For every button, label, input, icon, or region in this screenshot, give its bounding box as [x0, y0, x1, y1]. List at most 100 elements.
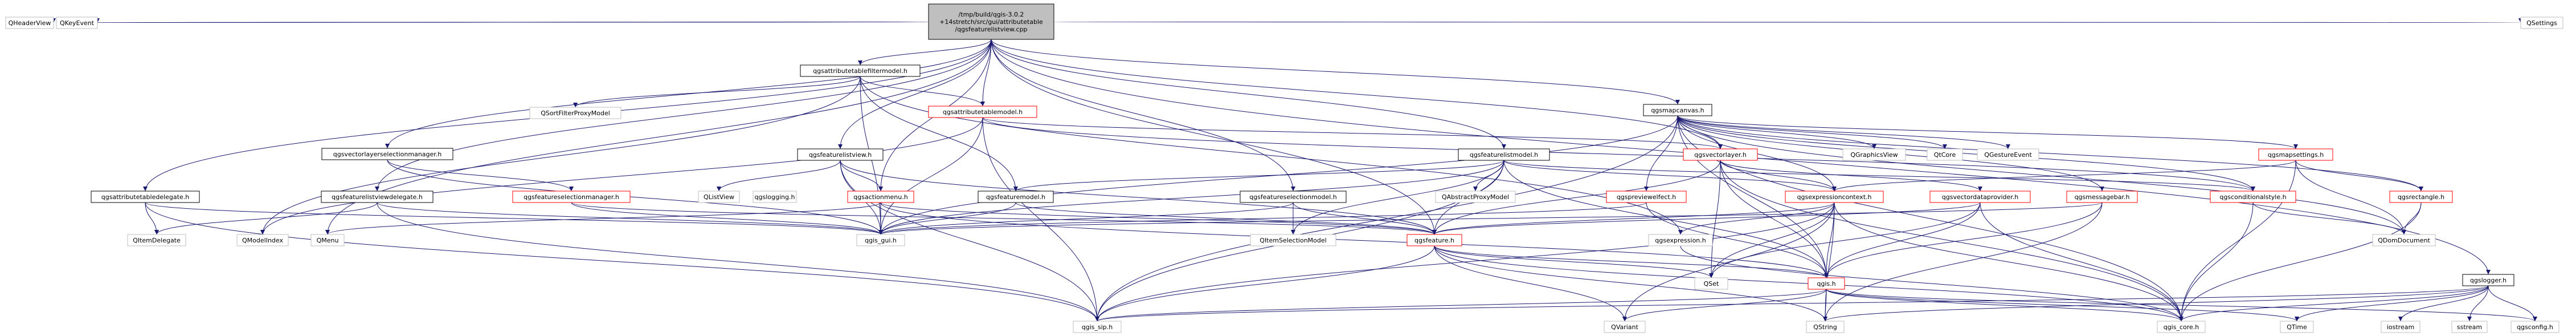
- node-label: QString: [1813, 323, 1837, 331]
- node-box: [236, 234, 289, 246]
- edge-root-to-qgsfeatureselectionmodel: [991, 39, 1295, 192]
- node-QModelIndex[interactable]: QModelIndex: [236, 234, 289, 246]
- edge-qgis-to-QVariant: [1622, 289, 1827, 322]
- node-label: qgsexpressioncontext.h: [1797, 193, 1872, 201]
- edge-qgsvectorlayer-to-qgsvectordataprovider: [1720, 160, 1982, 192]
- edge-qgis-to-qgis_core: [1826, 289, 2184, 322]
- edge-qgsattributetablemodel-to-qgis_gui: [878, 117, 983, 235]
- edge-qgsexpressioncontext-to-QVariant: [1622, 202, 1835, 322]
- node-label: QVariant: [1611, 323, 1638, 331]
- node-label: QTime: [2287, 323, 2307, 331]
- node-label: qgsrectangle.h: [2398, 193, 2444, 201]
- node-qgspreviewelfect[interactable]: qgspreviewelfect.h: [1606, 191, 1687, 203]
- node-qgsconfig[interactable]: qgsconfig.h: [2510, 321, 2559, 333]
- node-box: [1977, 148, 2039, 161]
- node-box: [1785, 191, 1884, 203]
- node-qgsfeaturelistviewdelegate[interactable]: qgsfeaturelistviewdelegate.h: [321, 191, 434, 203]
- node-box: [2066, 191, 2138, 203]
- node-qgsmapsettings[interactable]: qgsmapsettings.h: [2258, 148, 2333, 161]
- node-label: qgsfeatureselectionmodel.h: [1249, 193, 1337, 201]
- edge-qgslogger-to-iostream: [2398, 285, 2489, 322]
- node-QHeaderView[interactable]: QHeaderView: [5, 17, 54, 29]
- node-qgslogger[interactable]: qgslogger.h: [2462, 274, 2514, 286]
- node-box: [1604, 321, 1646, 333]
- node-qgsfeature[interactable]: qgsfeature.h: [1406, 234, 1462, 246]
- node-label: iostream: [2387, 323, 2414, 331]
- edge-root-to-qgsattributetablemodel: [980, 39, 992, 107]
- node-qgis_core[interactable]: qgis_core.h: [2157, 321, 2206, 333]
- edge-qgsfeature-to-QVariant: [1434, 245, 1627, 322]
- node-sstream[interactable]: sstream: [2451, 321, 2488, 333]
- node-box: [2381, 321, 2420, 333]
- node-QSortFilterProxyModel[interactable]: QSortFilterProxyModel: [529, 107, 621, 119]
- node-qgsactionmenu[interactable]: qgsactionmenu.h: [847, 191, 914, 203]
- node-qgsvectorlayerselectionmanager[interactable]: qgsvectorlayerselectionmanager.h: [321, 148, 453, 160]
- node-label: qgslogger.h: [2470, 277, 2507, 284]
- node-qgsmapcanvas[interactable]: qgsmapcanvas.h: [1643, 104, 1712, 116]
- edge-qgsfeaturemodel-to-qgis_gui: [878, 202, 1016, 235]
- edge-qgsfeatureselectionmodel-to-qgsfeature: [1293, 202, 1437, 235]
- node-label: qgslogging.h: [755, 193, 795, 201]
- node-qgsfeatureselectionmodel[interactable]: qgsfeatureselectionmodel.h: [1240, 191, 1347, 203]
- node-qgsfeaturelistmodel[interactable]: qgsfeaturelistmodel.h: [1458, 148, 1550, 161]
- edge-root-to-qgsfeaturelistmodel: [991, 39, 1506, 149]
- node-qgsfeatureselectionmanager[interactable]: qgsfeatureselectionmanager.h: [512, 191, 631, 203]
- node-QTime[interactable]: QTime: [2280, 321, 2314, 333]
- edge-qgsvectorlayer-to-qgsfeature: [1432, 160, 1721, 235]
- node-label: +14stretch/src/gui/attributetable: [939, 18, 1043, 26]
- node-label: QHeaderView: [9, 19, 51, 27]
- node-qgsattributetabledelegate[interactable]: qgsattributetabledelegate.h: [91, 191, 200, 203]
- node-qgsmessagebar[interactable]: qgsmessagebar.h: [2066, 191, 2138, 203]
- node-box: [2510, 321, 2559, 333]
- node-box: [127, 234, 186, 246]
- edge-qgsmapcanvas-to-qgis: [1677, 115, 1829, 278]
- node-root[interactable]: /tmp/build/qgis-3.0.2+14stretch/src/gui/…: [928, 3, 1054, 40]
- node-qgis_sip[interactable]: qgis_sip.h: [1073, 321, 1122, 333]
- node-QSettings[interactable]: QSettings: [2520, 17, 2563, 29]
- node-qgsexpression[interactable]: qgsexpression.h: [1648, 234, 1713, 246]
- node-QSet[interactable]: QSet: [1694, 277, 1728, 290]
- node-label: qgsvectorlayerselectionmanager.h: [333, 151, 442, 158]
- node-qgis[interactable]: qgis.h: [1808, 277, 1845, 290]
- edge-qgsrectangle-to-QDomDocument: [2402, 202, 2422, 235]
- edge-qgslogger-to-qgis_sip: [1095, 285, 2489, 322]
- edge-qgsfeaturelistviewdelegate-to-QItemDelegate: [154, 202, 378, 235]
- node-QGraphicsView[interactable]: QGraphicsView: [1842, 148, 1906, 161]
- node-QAbstractProxyModel[interactable]: QAbstractProxyModel: [1435, 191, 1516, 203]
- node-label: qgsfeature.h: [1414, 237, 1454, 244]
- node-box: [1643, 104, 1712, 116]
- node-qgsexpressioncontext[interactable]: qgsexpressioncontext.h: [1785, 191, 1884, 203]
- node-QVariant[interactable]: QVariant: [1604, 321, 1646, 333]
- edge-qgslogger-to-qgis_core: [2179, 285, 2489, 322]
- node-box: [91, 191, 200, 203]
- node-QListView[interactable]: QListView: [698, 191, 740, 203]
- node-qgslogging[interactable]: qgslogging.h: [753, 191, 797, 203]
- node-label: QMenu: [317, 237, 339, 244]
- node-qgsvectordataprovider[interactable]: qgsvectordataprovider.h: [1929, 191, 2031, 203]
- node-QString[interactable]: QString: [1806, 321, 1845, 333]
- node-QtCore[interactable]: QtCore: [1927, 148, 1963, 161]
- node-box: [2462, 274, 2514, 286]
- node-qgis_gui[interactable]: qgis_gui.h: [856, 234, 905, 246]
- node-qgsattributetablefiltermodel[interactable]: qgsattributetablefiltermodel.h: [800, 64, 921, 77]
- node-qgsfeaturelistview[interactable]: qgsfeaturelistview.h: [797, 148, 884, 161]
- node-QItemDelegate[interactable]: QItemDelegate: [127, 234, 186, 246]
- node-qgsrectangle[interactable]: qgsrectangle.h: [2389, 191, 2453, 203]
- node-QItemSelectionModel[interactable]: QItemSelectionModel: [1250, 234, 1336, 246]
- node-qgsfeaturemodel[interactable]: qgsfeaturemodel.h: [978, 191, 1054, 203]
- node-QDomDocument[interactable]: QDomDocument: [2372, 234, 2436, 246]
- edge-qgsvectorlayerselectionmanager-to-qgsfeatureselectionmanager: [387, 159, 574, 192]
- node-box: [2157, 321, 2206, 333]
- edge-qgslogger-to-QString: [1823, 285, 2489, 322]
- node-label: QtCore: [1934, 151, 1956, 159]
- node-qgsconditionalstyle[interactable]: qgsconditionalstyle.h: [2210, 191, 2296, 203]
- node-label: QAbstractProxyModel: [1442, 193, 1509, 201]
- node-QGestureEvent[interactable]: QGestureEvent: [1977, 148, 2039, 161]
- node-iostream[interactable]: iostream: [2381, 321, 2420, 333]
- edge-qgsfeaturelistviewdelegate-to-qgis_gui: [377, 202, 883, 235]
- node-QMenu[interactable]: QMenu: [310, 234, 345, 246]
- node-qgsattributetablemodel[interactable]: qgsattributetablemodel.h: [928, 106, 1037, 118]
- node-QKeyEvent[interactable]: QKeyEvent: [56, 17, 98, 29]
- node-qgsvectorlayer[interactable]: qgsvectorlayer.h: [1683, 148, 1758, 161]
